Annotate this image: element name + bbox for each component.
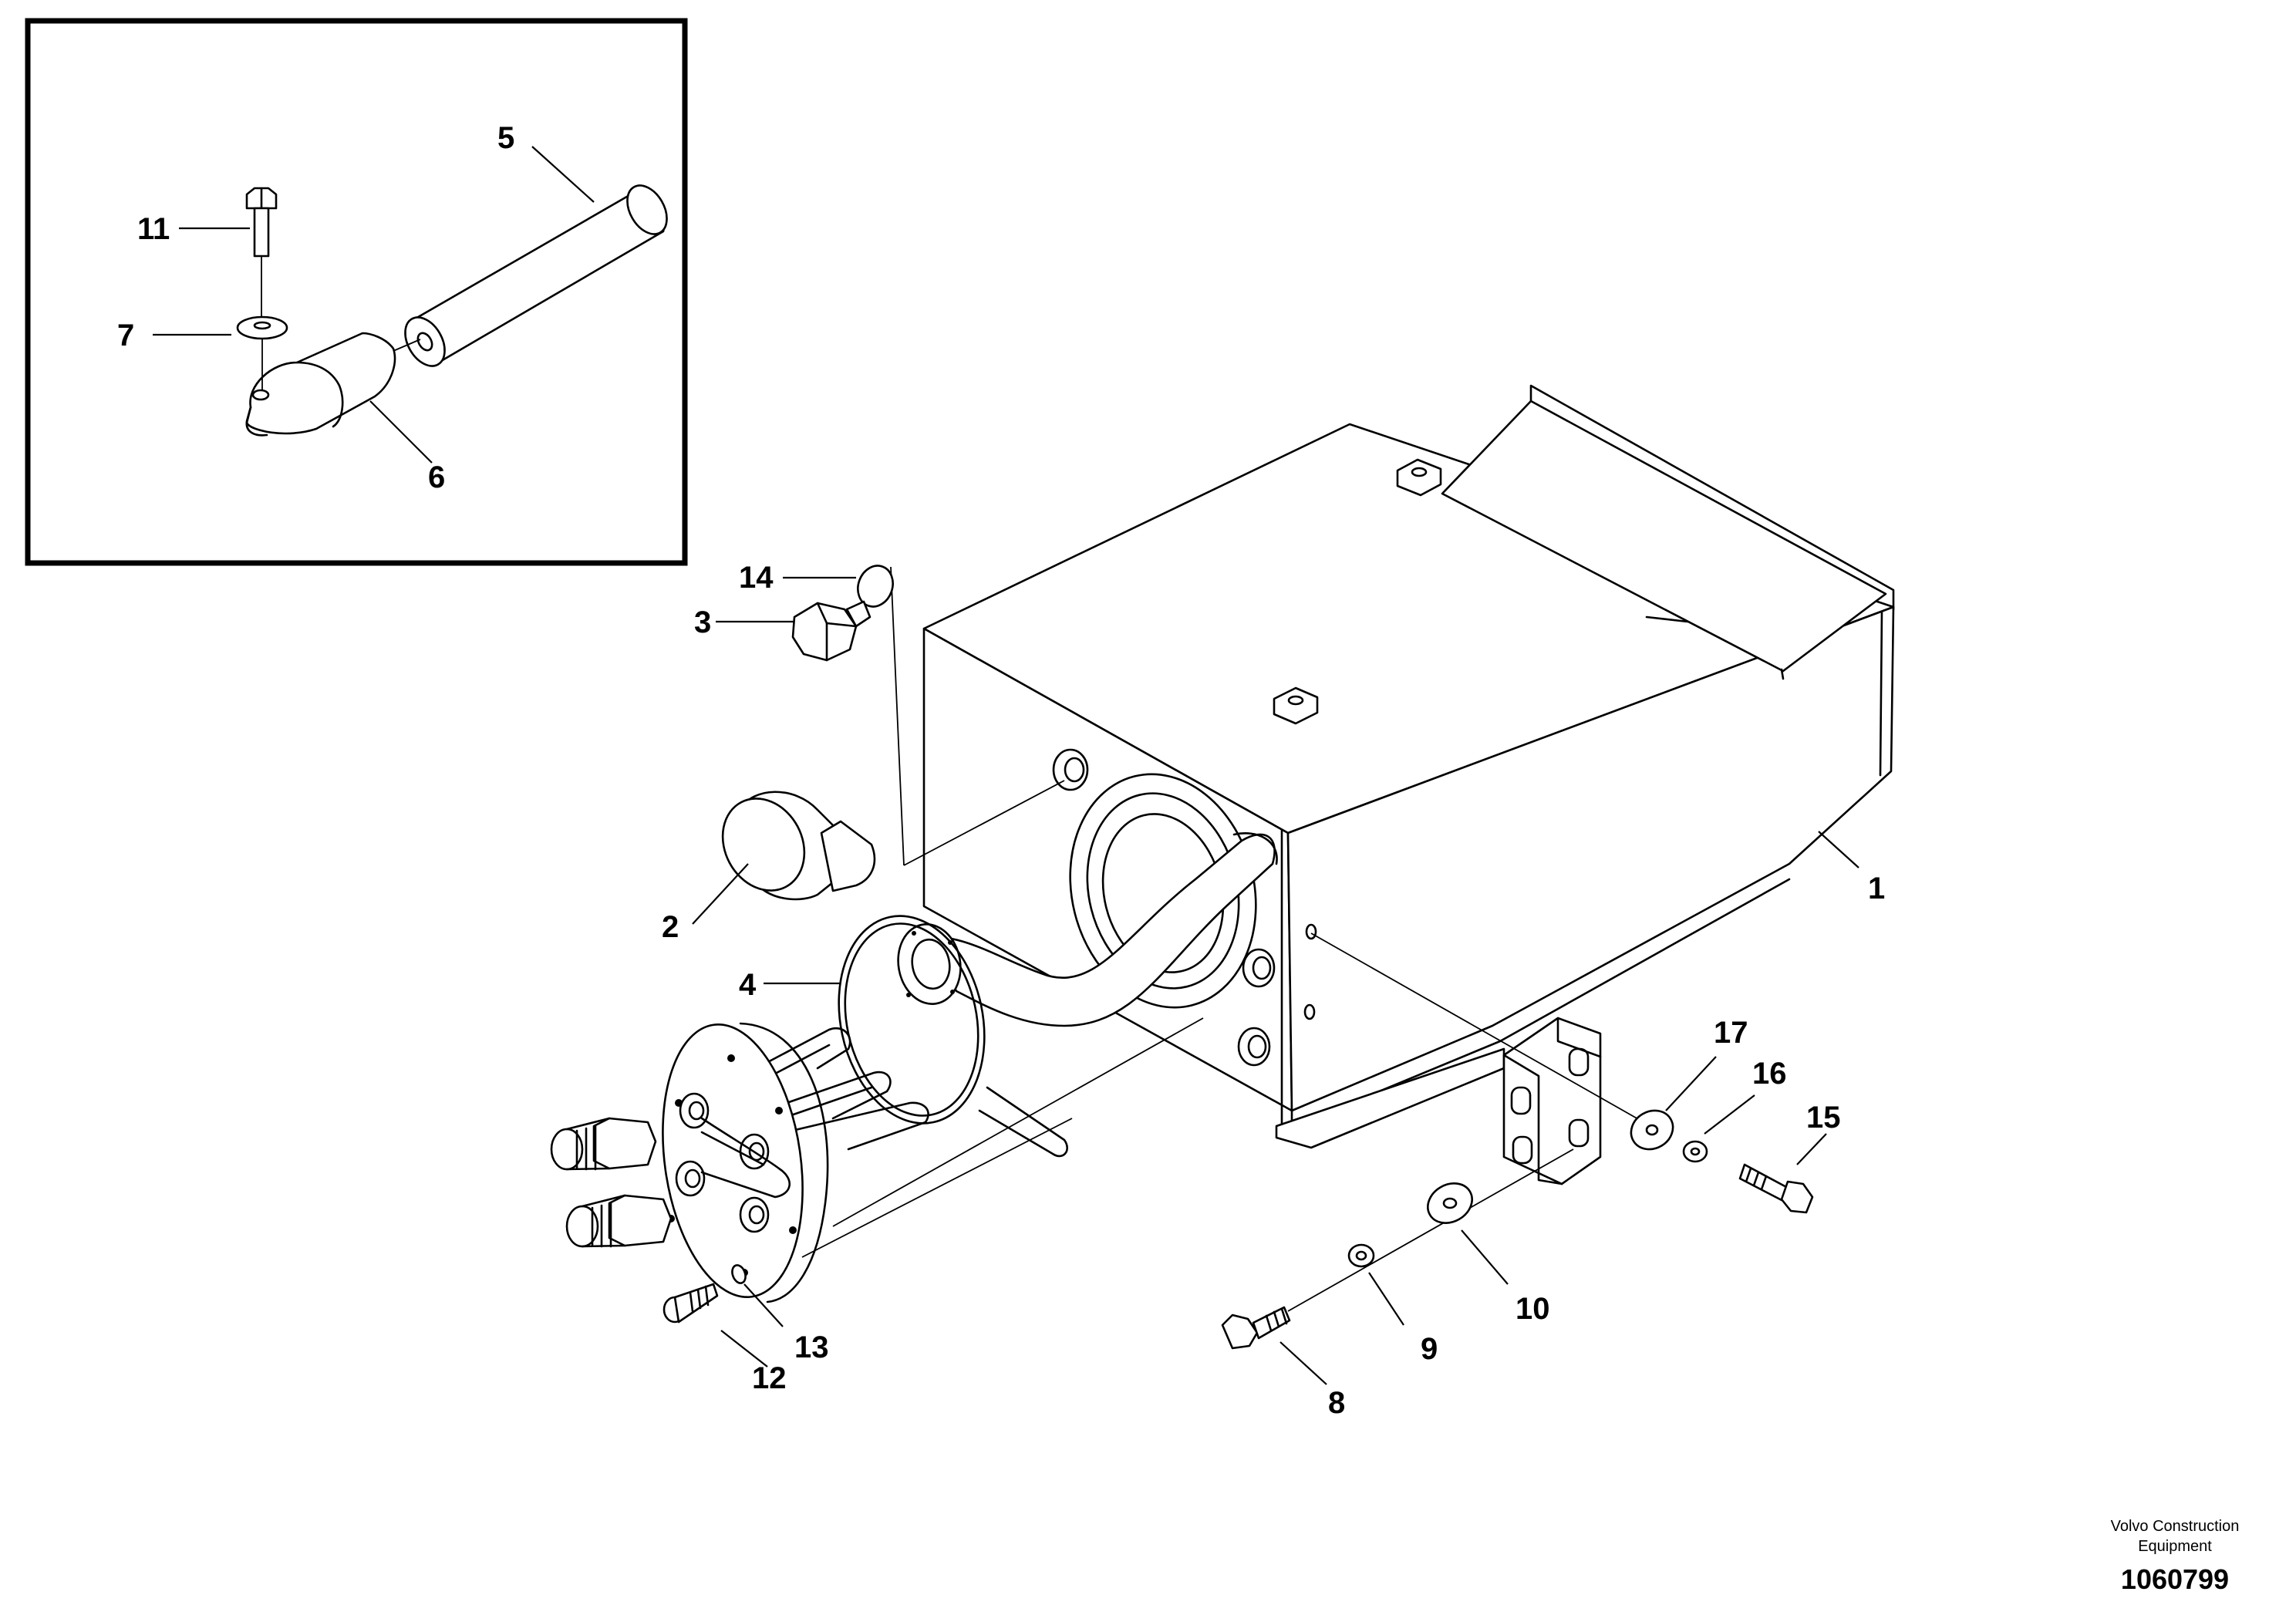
callout-15: 15 — [1806, 1101, 1841, 1135]
callout-16: 16 — [1752, 1057, 1787, 1091]
part-9-lockwasher — [1347, 1243, 1404, 1326]
callout-12: 12 — [752, 1361, 787, 1395]
brand-line-2: Equipment — [2138, 1538, 2212, 1555]
callout-3: 3 — [694, 605, 711, 639]
part-6-clamp — [245, 332, 396, 437]
dipstick-line — [890, 566, 905, 866]
inset-frame — [25, 18, 688, 566]
bolt-line-upper — [1310, 932, 1651, 1127]
inset-detail — [25, 18, 688, 566]
leader-5 — [531, 146, 595, 203]
leader-6-5 — [393, 339, 421, 352]
strainer-assembly — [550, 1022, 1068, 1303]
leader-6 — [369, 400, 433, 464]
flange-center-line — [832, 1017, 1204, 1227]
part-14-o-ring — [783, 565, 894, 608]
callout-7: 7 — [117, 319, 134, 352]
part-2-breather-pipe — [692, 791, 1278, 1027]
callout-5: 5 — [497, 121, 514, 155]
part-17-washer — [1630, 1056, 1717, 1151]
drawing-number: 1060799 — [2121, 1563, 2229, 1595]
part-5-filter-element — [404, 184, 668, 367]
part-7-washer — [236, 315, 288, 390]
callout-10: 10 — [1515, 1292, 1550, 1326]
footer-block: Volvo Construction Equipment 1060799 — [2111, 1518, 2240, 1595]
part-15-bolt — [1738, 1133, 1827, 1214]
mounting-bracket — [1502, 1017, 1602, 1185]
callout-13: 13 — [794, 1330, 829, 1364]
callout-4: 4 — [739, 968, 757, 1002]
strainer-line — [801, 1118, 1073, 1258]
leader-1 — [1818, 831, 1859, 868]
callout-2: 2 — [662, 910, 679, 944]
part-3-plug — [716, 600, 872, 662]
part-8-bolt — [1221, 1306, 1327, 1385]
callout-labels: 1 2 3 4 5 6 7 8 9 10 11 12 13 14 15 16 1… — [117, 121, 1885, 1420]
part-16-lockwasher — [1682, 1094, 1755, 1163]
tank-top-lug — [1273, 458, 1442, 725]
part-11-bolt — [245, 187, 278, 316]
callout-6: 6 — [428, 460, 445, 494]
callout-1: 1 — [1868, 872, 1885, 905]
part-4-gasket — [764, 915, 986, 1125]
dipstick-line-2 — [903, 780, 1065, 866]
bolt-line-lower — [1287, 1148, 1574, 1312]
brand-line-1: Volvo Construction — [2111, 1518, 2240, 1535]
callout-14: 14 — [739, 561, 774, 595]
part-13-washer — [731, 1264, 784, 1327]
part-10-washer — [1427, 1182, 1509, 1285]
callout-17: 17 — [1714, 1016, 1748, 1050]
callout-11: 11 — [137, 212, 170, 246]
callout-8: 8 — [1328, 1386, 1345, 1420]
part-12-screw — [663, 1283, 768, 1367]
part-1-tank — [922, 384, 1895, 1149]
callout-9: 9 — [1421, 1332, 1438, 1366]
